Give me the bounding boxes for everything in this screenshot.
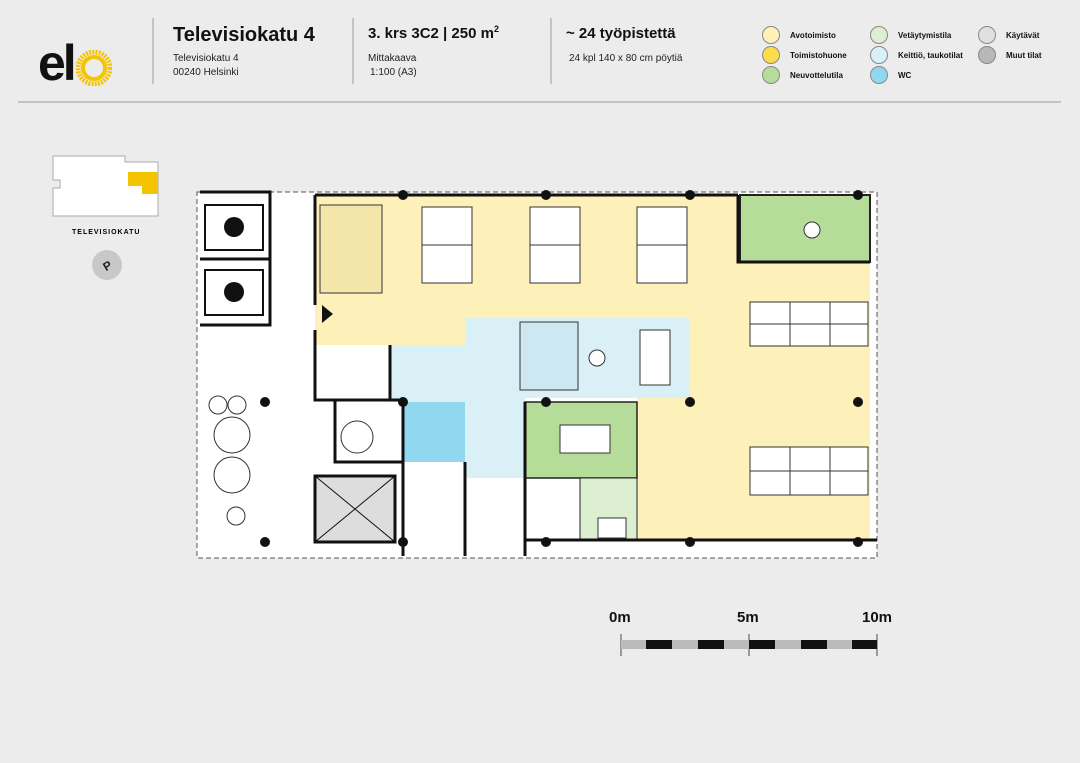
round-features (208, 221, 821, 526)
legend-swatch (870, 46, 888, 64)
legend-label: Käytävät (1006, 30, 1040, 40)
page-title: Televisiokatu 4 (173, 24, 315, 46)
legend-label: Vetäytymistila (898, 30, 952, 40)
address-line2: 00240 Helsinki (173, 67, 239, 78)
legend-item: Keittiö, taukotilat (870, 46, 963, 64)
header-divider (18, 101, 1061, 103)
legend-label: Muut tilat (1006, 50, 1042, 60)
desks (319, 204, 869, 539)
legend-item: Avotoimisto (762, 26, 836, 44)
floor-info: 3. krs 3C2 | 250 m2 (368, 24, 499, 42)
compass-icon: P (92, 250, 122, 280)
legend-swatch (762, 26, 780, 44)
floor-text: 3. krs 3C2 | 250 m (368, 25, 494, 42)
legend-swatch (978, 46, 996, 64)
legend-swatch (870, 26, 888, 44)
legend-label: Avotoimisto (790, 30, 836, 40)
legend-swatch (978, 26, 996, 44)
legend-swatch (762, 46, 780, 64)
legend-label: Neuvottelutila (790, 70, 843, 80)
legend-item: Toimistohuone (762, 46, 847, 64)
street-label: TELEVISIOKATU (72, 229, 141, 236)
zone-wc (403, 402, 465, 462)
desks-info: 24 kpl 140 x 80 cm pöytiä (569, 53, 683, 64)
scale-value: 1:100 (A3) (370, 67, 417, 78)
elevator-icons (204, 204, 264, 316)
scale-bar (620, 634, 878, 656)
address-line1: Televisiokatu 4 (173, 53, 239, 64)
scale-5: 5m (737, 609, 759, 626)
floor-sup: 2 (493, 24, 499, 34)
legend-label: Toimistohuone (790, 50, 847, 60)
legend-item: Neuvottelutila (762, 66, 843, 84)
legend-label: WC (898, 70, 912, 80)
scale-0: 0m (609, 609, 631, 626)
columns (260, 190, 863, 547)
legend-item: Muut tilat (978, 46, 1042, 64)
scale-label: Mittakaava (368, 53, 417, 64)
sun-icon (75, 50, 112, 86)
entrance-arrow (322, 305, 333, 323)
logo: elo el (38, 38, 112, 88)
legend-item: Käytävät (978, 26, 1039, 44)
walls (200, 190, 877, 556)
legend-swatch (870, 66, 888, 84)
key-map (52, 155, 159, 217)
workstations: ~ 24 työpistettä (566, 25, 676, 42)
legend-item: Vetäytymistila (870, 26, 951, 44)
legend-swatch (762, 66, 780, 84)
legend-item: WC (870, 66, 911, 84)
scale-10: 10m (862, 609, 893, 626)
legend-label: Keittiö, taukotilat (898, 50, 963, 60)
